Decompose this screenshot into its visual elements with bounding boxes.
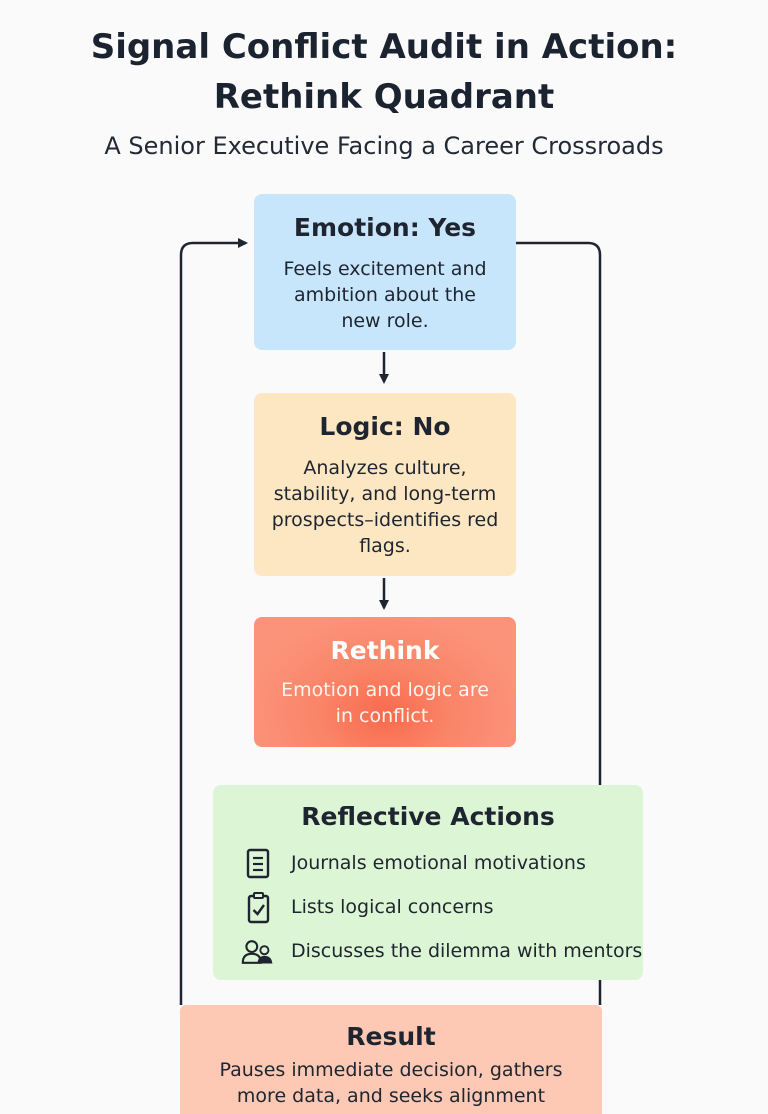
people-discussion-icon	[241, 940, 273, 964]
action-item-concerns: Lists logical concerns	[213, 887, 643, 931]
title-line-1: Signal Conflict Audit in Action:	[90, 27, 678, 67]
action-item-mentors: Discusses the dilemma with mentors	[213, 931, 643, 975]
title-line-2: Rethink Quadrant	[213, 77, 555, 117]
page-subtitle: A Senior Executive Facing a Career Cross…	[104, 132, 664, 160]
reflective-title: Reflective Actions	[301, 802, 555, 831]
loop-line-right	[516, 241, 602, 785]
result-text: Pauses immediate decision, gathers more …	[219, 1059, 563, 1107]
action-label: Journals emotional motivations	[291, 852, 586, 874]
reflective-action-list: Journals emotional motivations Lists log…	[213, 843, 643, 975]
journal-icon	[246, 848, 270, 879]
logic-text: Analyzes culture, stability, and long-te…	[271, 457, 499, 557]
reflective-actions-node: Reflective Actions Journals emotional mo…	[213, 785, 643, 980]
result-title: Result	[346, 1022, 436, 1051]
rethink-text: Emotion and logic are in conflict.	[281, 679, 489, 727]
logic-node: Logic: No Analyzes culture, stability, a…	[254, 393, 516, 576]
action-item-journal: Journals emotional motivations	[213, 843, 643, 887]
emotion-node: Emotion: Yes Feels excitement and ambiti…	[254, 194, 516, 350]
action-label: Discusses the dilemma with mentors	[291, 940, 643, 962]
rethink-title: Rethink	[330, 636, 440, 665]
action-label: Lists logical concerns	[291, 896, 494, 918]
rethink-node: Rethink Emotion and logic are in conflic…	[254, 617, 516, 747]
page-title: Signal Conflict Audit in Action: Rethink…	[0, 22, 768, 122]
emotion-text: Feels excitement and ambition about the …	[283, 258, 487, 332]
logic-title: Logic: No	[319, 412, 451, 441]
clipboard-check-icon	[247, 892, 270, 924]
emotion-title: Emotion: Yes	[293, 213, 477, 242]
result-node: Result Pauses immediate decision, gather…	[180, 1005, 602, 1114]
